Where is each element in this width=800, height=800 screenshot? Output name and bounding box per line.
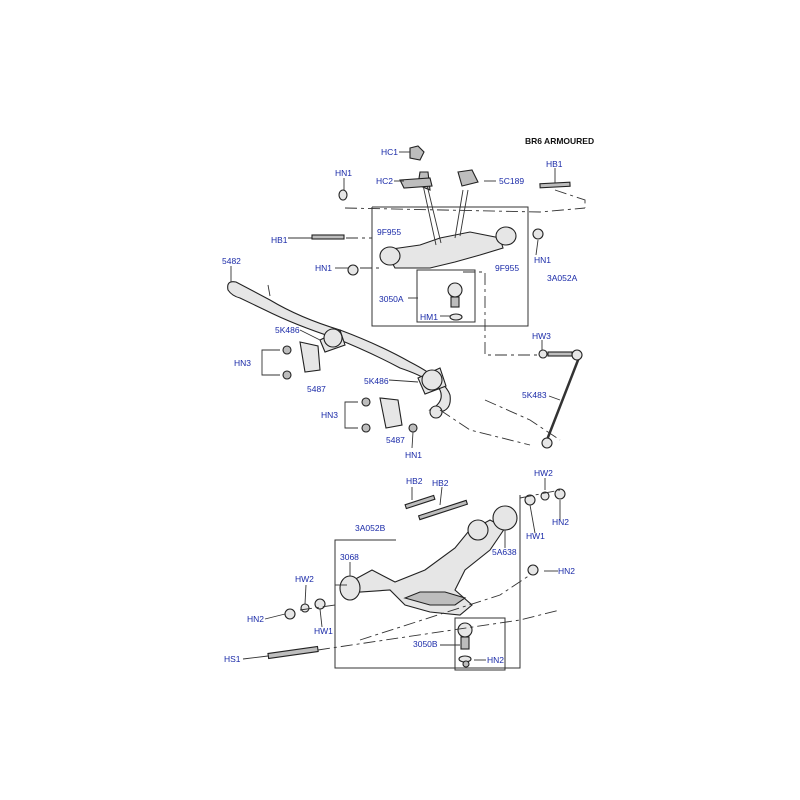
label-hn2-left: HN2 — [247, 614, 265, 624]
ball-joint-box-lower — [454, 617, 506, 671]
label-5k486-a: 5K486 — [275, 325, 300, 335]
bolt-hb1-top — [539, 181, 571, 189]
label-hw2-left: HW2 — [295, 574, 314, 584]
label-hm1: HM1 — [420, 312, 438, 322]
upper-ball-joint — [447, 282, 463, 298]
label-hn3-b: HN3 — [321, 410, 339, 420]
bolt-hb2-b — [417, 499, 469, 521]
lower-ball-joint — [457, 622, 473, 638]
label-hw1-right: HW1 — [526, 531, 545, 541]
bolt-hs1 — [267, 645, 319, 660]
bracket-5487-a — [299, 341, 321, 373]
ball-joint-box-upper — [416, 269, 476, 323]
label-hw3: HW3 — [532, 331, 551, 341]
bolt-hb1-left — [311, 234, 345, 240]
lower-control-arm — [349, 519, 506, 616]
label-5487-b: 5487 — [386, 435, 405, 445]
label-5k483: 5K483 — [522, 390, 547, 400]
label-3a052b: 3A052B — [355, 523, 386, 533]
bracket-hc2 — [399, 177, 433, 189]
label-hb1-top: HB1 — [546, 159, 563, 169]
label-hn1-top: HN1 — [335, 168, 353, 178]
bush-3068 — [339, 575, 361, 601]
label-3068: 3068 — [340, 552, 359, 562]
label-hn1-right: HN1 — [534, 255, 552, 265]
label-hb2-b: HB2 — [432, 478, 449, 488]
label-hb2-a: HB2 — [406, 476, 423, 486]
label-hn2-mid: HN2 — [558, 566, 576, 576]
link-5k483-bottom — [541, 437, 553, 449]
bracket-5c189 — [457, 169, 479, 187]
label-hn3-a: HN3 — [234, 358, 252, 368]
label-hn1-bottom: HN1 — [405, 450, 423, 460]
label-3a052a: 3A052A — [547, 273, 578, 283]
clip-hc1 — [409, 145, 425, 161]
bush-upper-left — [379, 246, 401, 266]
bolt-hb2-a — [404, 494, 436, 510]
label-hb1-left: HB1 — [271, 235, 288, 245]
bush-5a638 — [492, 505, 518, 531]
label-9f955-left: 9F955 — [377, 227, 402, 237]
label-5487-a: 5487 — [307, 384, 326, 394]
label-5482: 5482 — [222, 256, 241, 266]
diagram-title: BR6 ARMOURED — [525, 136, 595, 146]
upper-arm-box — [371, 206, 529, 327]
label-5k486-b: 5K486 — [364, 376, 389, 386]
label-3050b: 3050B — [413, 639, 438, 649]
label-hc2: HC2 — [376, 176, 394, 186]
label-9f955-right: 9F955 — [495, 263, 520, 273]
label-5a638: 5A638 — [492, 547, 517, 557]
link-5k483-top — [571, 349, 583, 361]
upper-control-arm — [384, 231, 504, 269]
label-hs1: HS1 — [224, 654, 241, 664]
label-3050a: 3050A — [379, 294, 404, 304]
lower-arm-box — [334, 495, 521, 669]
label-hn1-left: HN1 — [315, 263, 333, 273]
label-hn2-bottom: HN2 — [487, 655, 505, 665]
label-hn2-right: HN2 — [552, 517, 570, 527]
label-hw2-right: HW2 — [534, 468, 553, 478]
label-hc1: HC1 — [381, 147, 399, 157]
label-5c189: 5C189 — [499, 176, 525, 186]
label-hw1-left: HW1 — [314, 626, 333, 636]
bracket-5487-b — [379, 397, 403, 429]
bush-upper-right — [495, 226, 517, 246]
